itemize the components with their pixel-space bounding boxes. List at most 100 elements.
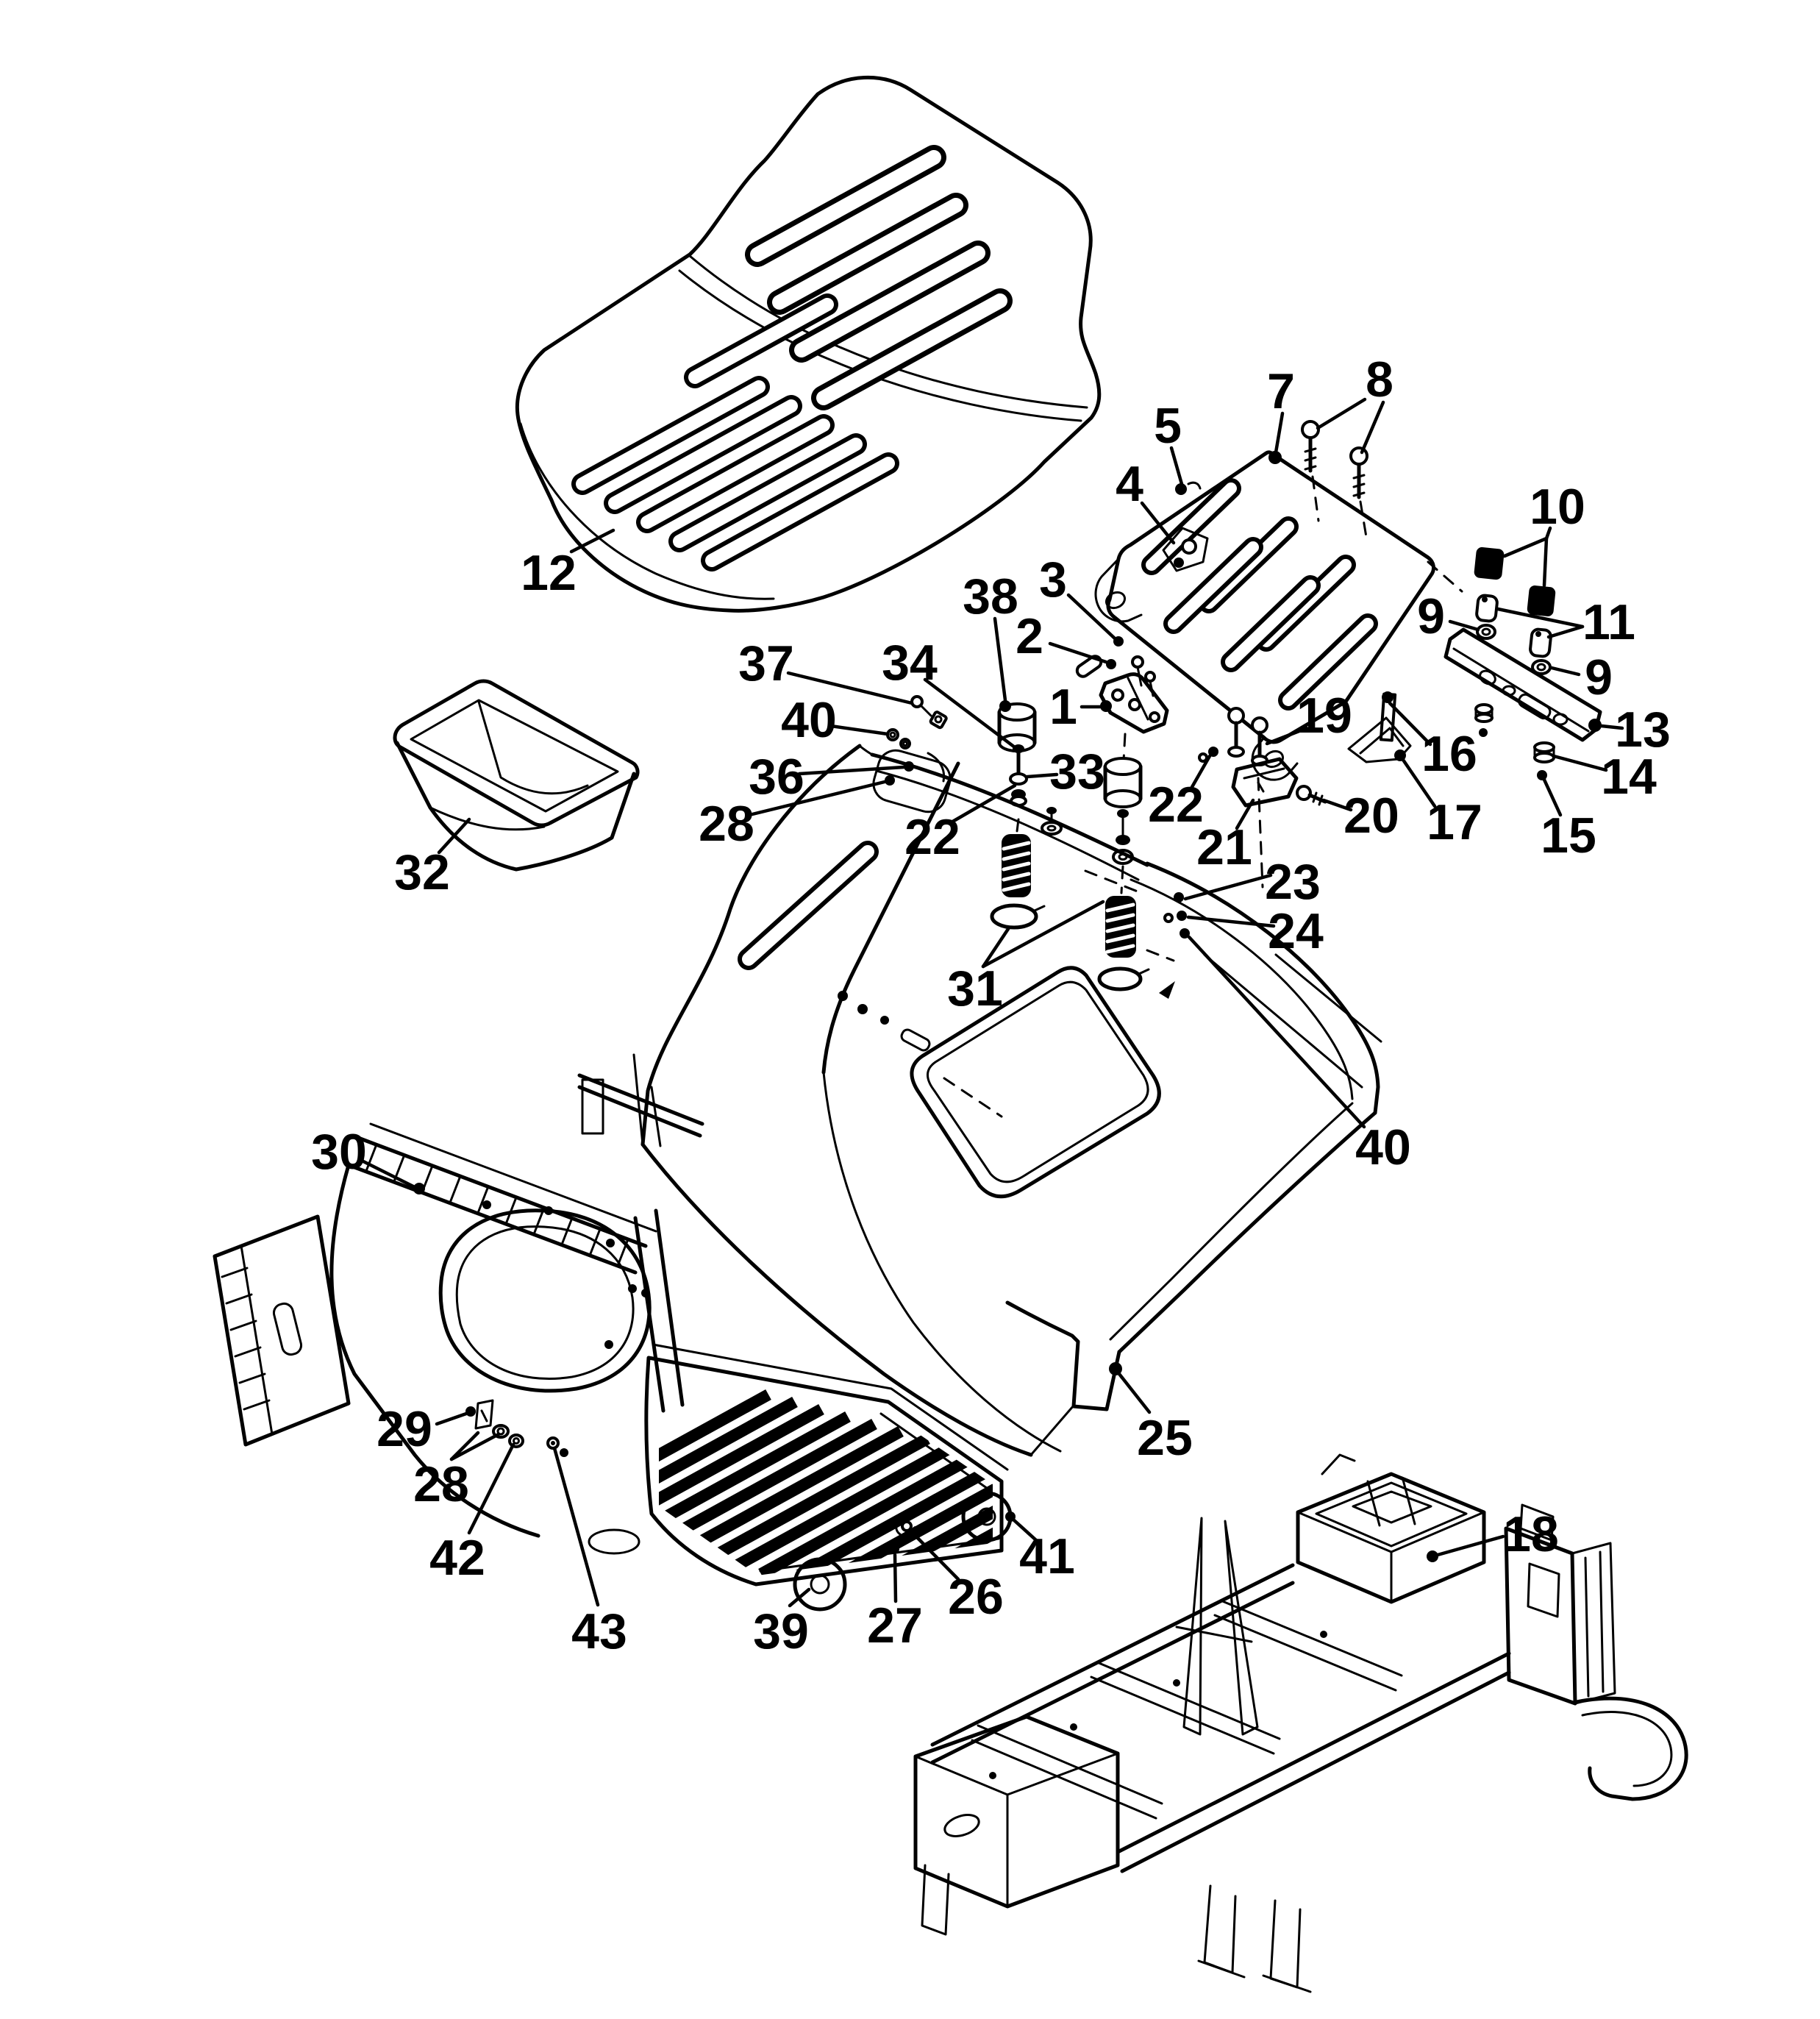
part-callout-10: 10 xyxy=(1502,479,1585,588)
part-callout-22-1: 22 xyxy=(904,783,1017,865)
leader-line-18 xyxy=(1435,1534,1505,1557)
leader-line-42 xyxy=(467,1442,515,1535)
leader-line-19 xyxy=(1265,726,1309,746)
leader-line-23 xyxy=(1183,873,1273,901)
part-callout-30: 30 xyxy=(311,1124,417,1189)
part-callout-3: 3 xyxy=(1039,552,1117,641)
part-number-21: 21 xyxy=(1196,819,1252,875)
leader-line-22-1 xyxy=(948,783,1017,825)
leader-line-28-1 xyxy=(747,780,887,817)
part-number-37: 37 xyxy=(738,635,794,691)
part-number-31: 31 xyxy=(947,961,1003,1016)
leader-line-41 xyxy=(1011,1517,1038,1542)
leader-line-10 xyxy=(1542,536,1549,588)
part-number-27: 27 xyxy=(867,1598,923,1653)
part-number-14: 14 xyxy=(1601,749,1657,805)
part-number-23: 23 xyxy=(1265,854,1321,910)
fender-deck-part xyxy=(577,744,1382,1457)
leader-line-8 xyxy=(1360,400,1385,455)
leader-line-37 xyxy=(786,671,914,705)
leader-line-11 xyxy=(1546,624,1585,639)
leader-line-31 xyxy=(981,927,1010,969)
bumper-hardware xyxy=(1474,546,1556,675)
part-number-40-2: 40 xyxy=(1355,1119,1411,1175)
part-callout-31: 31 xyxy=(947,900,1105,1016)
part-number-10: 10 xyxy=(1530,479,1585,535)
part-callout-17: 17 xyxy=(1401,758,1482,850)
part-number-40-1: 40 xyxy=(781,692,837,748)
leader-line-27 xyxy=(893,1553,898,1603)
part-callout-11: 11 xyxy=(1496,594,1635,650)
leader-line-17 xyxy=(1401,758,1437,808)
leader-line-11 xyxy=(1496,607,1585,629)
leader-line-20 xyxy=(1321,798,1353,812)
leader-line-29 xyxy=(435,1411,468,1426)
leader-line-5 xyxy=(1169,446,1184,486)
leader-line-33 xyxy=(1025,772,1059,779)
leader-line-13 xyxy=(1599,724,1624,730)
part-number-26: 26 xyxy=(948,1569,1004,1625)
part-number-36: 36 xyxy=(749,749,804,805)
leader-line-3 xyxy=(1066,593,1117,641)
part-callout-1: 1 xyxy=(1049,679,1102,735)
part-number-9-2: 9 xyxy=(1585,649,1613,705)
part-callout-7: 7 xyxy=(1267,363,1295,455)
leader-line-9-1 xyxy=(1448,619,1480,632)
part-number-11: 11 xyxy=(1582,594,1635,650)
part-number-2: 2 xyxy=(1016,608,1043,664)
leader-line-25 xyxy=(1117,1372,1152,1414)
part-callout-28-2: 28 xyxy=(413,1431,501,1512)
seat-springs xyxy=(1002,834,1136,958)
part-callout-36: 36 xyxy=(749,749,906,805)
part-number-29: 29 xyxy=(377,1401,432,1457)
part-callout-13: 13 xyxy=(1599,702,1671,758)
part-callout-32: 32 xyxy=(394,817,471,900)
leader-line-40-1 xyxy=(829,724,890,736)
part-number-12: 12 xyxy=(521,545,577,601)
part-callout-16: 16 xyxy=(1388,701,1477,782)
part-callout-26: 26 xyxy=(908,1528,1004,1625)
part-number-1: 1 xyxy=(1049,679,1077,735)
part-callout-41: 41 xyxy=(1011,1517,1075,1584)
leader-line-43 xyxy=(552,1446,600,1607)
leader-line-31 xyxy=(981,900,1105,969)
part-number-39: 39 xyxy=(753,1603,809,1659)
part-number-13: 13 xyxy=(1615,702,1671,758)
part-number-9-1: 9 xyxy=(1417,588,1445,644)
part-number-25: 25 xyxy=(1137,1410,1193,1466)
part-callout-42: 42 xyxy=(429,1442,515,1586)
part-number-19: 19 xyxy=(1296,688,1352,744)
part-number-16: 16 xyxy=(1421,726,1477,782)
part-callout-12: 12 xyxy=(521,528,615,601)
part-callout-8: 8 xyxy=(1316,352,1393,455)
part-callout-39: 39 xyxy=(753,1587,811,1659)
leader-line-16 xyxy=(1388,701,1432,747)
part-callout-27: 27 xyxy=(867,1553,923,1653)
part-callout-43: 43 xyxy=(552,1446,627,1659)
leader-line-9-2 xyxy=(1549,666,1581,677)
part-callout-20: 20 xyxy=(1321,788,1399,844)
part-callout-34: 34 xyxy=(882,635,1017,749)
part-number-4: 4 xyxy=(1116,456,1143,512)
leader-line-7 xyxy=(1274,411,1285,455)
part-number-34: 34 xyxy=(882,635,938,691)
part-callout-9-1: 9 xyxy=(1417,588,1480,644)
part-callout-40-1: 40 xyxy=(781,692,890,748)
part-number-8: 8 xyxy=(1366,352,1393,407)
seat-part xyxy=(515,76,1102,613)
front-body-part xyxy=(213,1122,1016,1612)
part-callout-19: 19 xyxy=(1265,688,1352,746)
leader-line-40-2 xyxy=(1187,935,1366,1129)
leader-line-34 xyxy=(923,677,1017,749)
part-callout-23: 23 xyxy=(1183,854,1321,910)
part-callout-2: 2 xyxy=(1016,608,1108,664)
part-callout-21: 21 xyxy=(1196,798,1255,875)
part-callout-22-2: 22 xyxy=(1148,754,1212,833)
leader-line-14 xyxy=(1552,754,1608,772)
part-callout-25: 25 xyxy=(1117,1372,1193,1466)
part-callout-4: 4 xyxy=(1116,456,1176,545)
leader-line-8 xyxy=(1316,397,1367,430)
part-number-28-2: 28 xyxy=(413,1456,469,1512)
diagram-canvas: 1257841091193832373440119363313161428222… xyxy=(213,76,1688,1993)
